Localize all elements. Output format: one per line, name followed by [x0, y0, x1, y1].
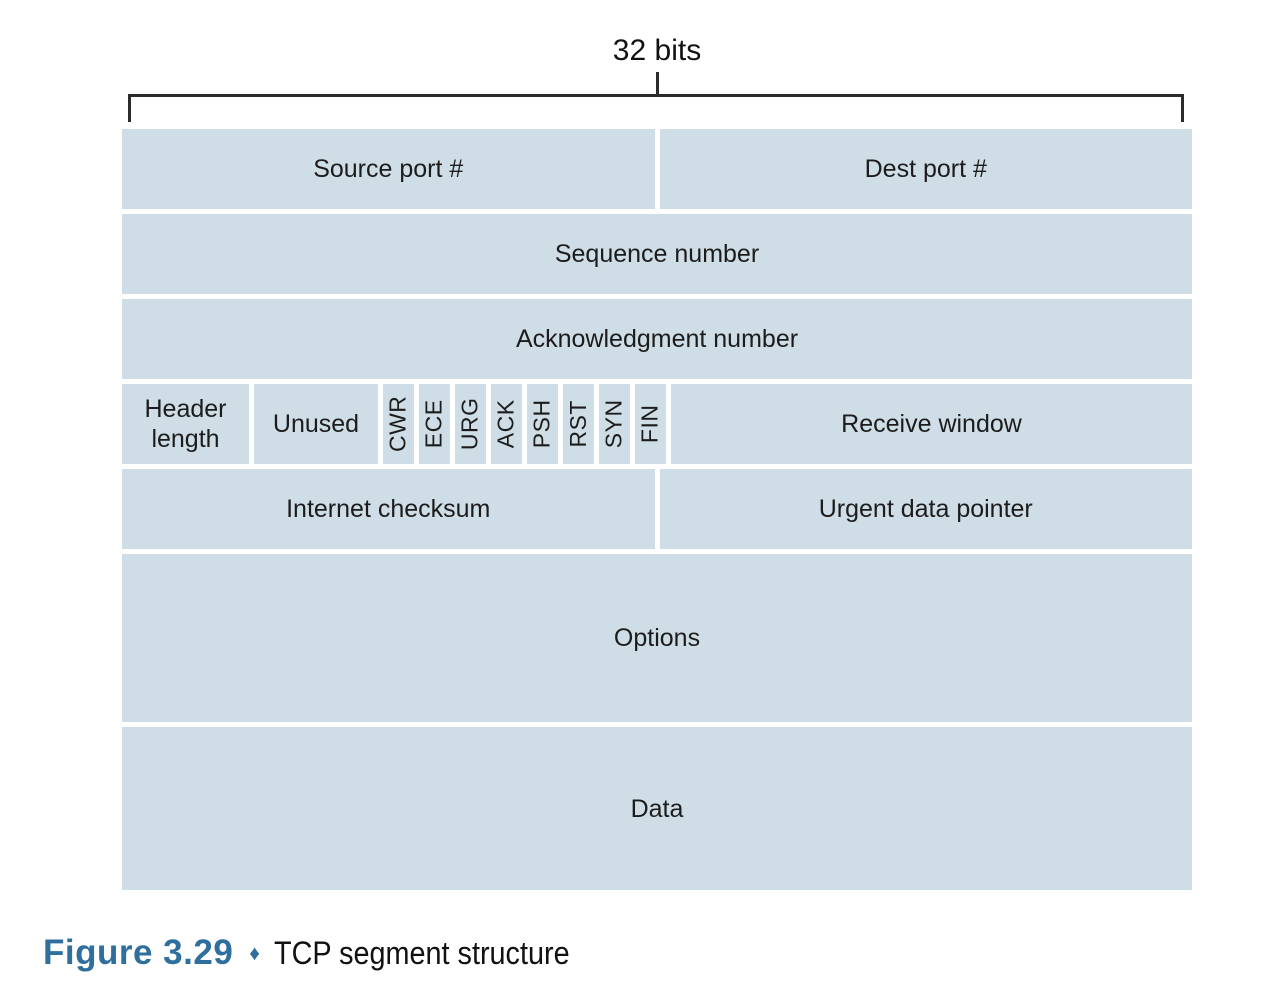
cell-flag-syn: SYN [599, 384, 630, 464]
width-bracket-tick-right [1181, 94, 1184, 122]
cell-data: Data [122, 727, 1192, 890]
flag-cwr-label: CWR [384, 395, 411, 453]
row-flags: Header length Unused CWR ECE URG ACK PSH… [122, 384, 1192, 464]
row-acknowledgment-number: Acknowledgment number [122, 299, 1192, 379]
flag-ack-label: ACK [492, 399, 519, 449]
cell-flag-urg: URG [455, 384, 486, 464]
cell-dest-port: Dest port # [659, 129, 1192, 209]
cell-source-port: Source port # [122, 129, 655, 209]
tcp-segment-table: Source port # Dest port # Sequence numbe… [122, 129, 1192, 890]
width-bracket-line [128, 94, 1184, 97]
width-bracket-tick-left [128, 94, 131, 122]
row-ports: Source port # Dest port # [122, 129, 1192, 209]
figure-number: Figure 3.29 [43, 933, 234, 972]
cell-receive-window: Receive window [671, 384, 1192, 464]
cell-acknowledgment-number: Acknowledgment number [122, 299, 1192, 379]
cell-options: Options [122, 554, 1192, 722]
cell-flag-rst: RST [563, 384, 594, 464]
flag-ece-label: ECE [420, 399, 447, 449]
bits-width-label: 32 bits [612, 34, 702, 67]
cell-flag-ack: ACK [491, 384, 522, 464]
flag-psh-label: PSH [528, 399, 555, 449]
row-checksum: Internet checksum Urgent data pointer [122, 469, 1192, 549]
figure-caption: Figure 3.29 ♦ TCP segment structure [43, 933, 602, 973]
flag-syn-label: SYN [600, 399, 627, 449]
cell-internet-checksum: Internet checksum [122, 469, 655, 549]
cell-header-length: Header length [122, 384, 249, 464]
cell-unused: Unused [254, 384, 378, 464]
row-options: Options [122, 554, 1192, 722]
cell-urgent-data-pointer: Urgent data pointer [659, 469, 1192, 549]
cell-sequence-number: Sequence number [122, 214, 1192, 294]
figure-title: TCP segment structure [274, 935, 570, 971]
diamond-icon: ♦ [249, 941, 261, 965]
cell-flag-ece: ECE [419, 384, 450, 464]
cell-flag-fin: FIN [635, 384, 666, 464]
cell-flag-cwr: CWR [383, 384, 414, 464]
cell-flag-psh: PSH [527, 384, 558, 464]
row-sequence-number: Sequence number [122, 214, 1192, 294]
flag-urg-label: URG [456, 397, 483, 451]
width-bracket-tick-center [656, 72, 659, 94]
row-data: Data [122, 727, 1192, 890]
flag-rst-label: RST [564, 400, 591, 448]
flag-fin-label: FIN [636, 404, 663, 444]
